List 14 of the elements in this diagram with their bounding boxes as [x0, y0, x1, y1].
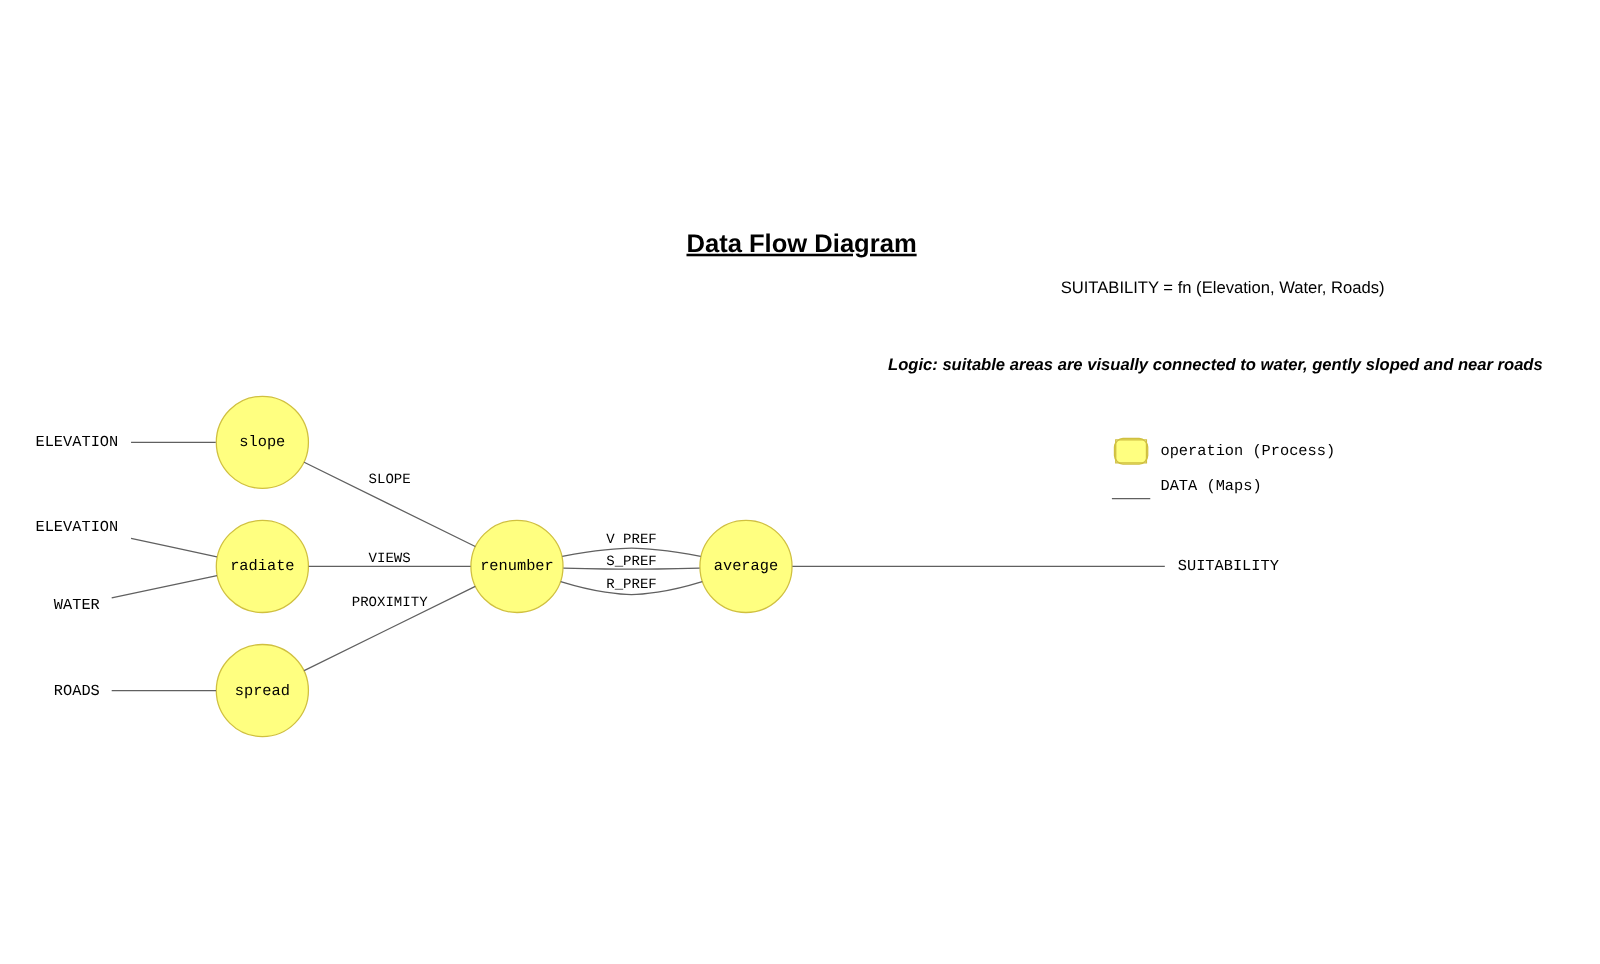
connector [560, 547, 701, 557]
connector [129, 441, 216, 443]
connector [559, 580, 702, 596]
connector [561, 567, 700, 570]
connector [307, 565, 471, 568]
connector [302, 585, 475, 672]
connector [302, 461, 475, 548]
diagram-title: Data Flow Diagram [685, 227, 916, 258]
label: Logic: suitable areas are visually connected to water, gently sloped and near roads [887, 353, 1542, 374]
label: SUITABILITY = fn (Elevation, Water, Roads) [1059, 277, 1384, 298]
connector [110, 689, 216, 692]
connector [790, 565, 1165, 568]
connector [129, 537, 217, 558]
connector [110, 575, 217, 599]
